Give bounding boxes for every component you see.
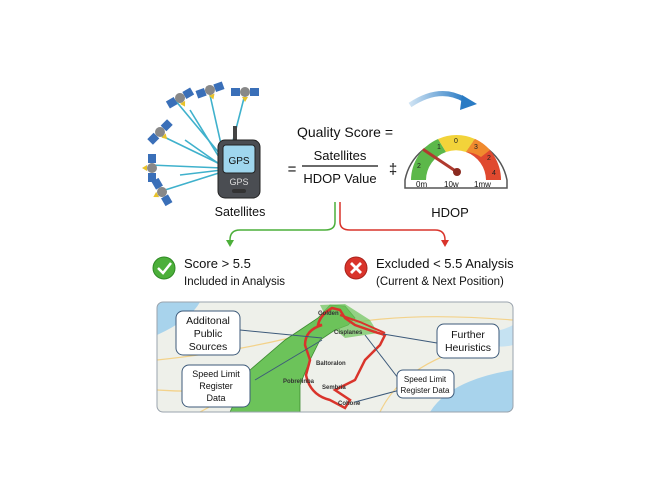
svg-text:Register: Register <box>199 381 233 391</box>
svg-text:Speed Limit: Speed Limit <box>192 369 240 379</box>
excluded-line2: (Current & Next Position) <box>376 276 504 288</box>
gauge-tick: 1 <box>437 144 441 151</box>
gauge-needle <box>422 148 459 174</box>
gps-device-icon: GPS GPS <box>217 126 261 199</box>
svg-text:Sources: Sources <box>189 341 228 353</box>
device-body-text: GPS <box>229 177 248 187</box>
satellites-label: Satellites <box>215 205 266 219</box>
hdop-label: HDOP <box>431 205 469 220</box>
svg-text:Data: Data <box>206 393 225 403</box>
place-label: Baltoralon <box>316 361 346 367</box>
svg-text:Further: Further <box>451 329 485 341</box>
route-line <box>303 306 387 410</box>
hdop-gauge: 2 1 0 3 2 4 0m 10w 1mw <box>404 135 508 189</box>
svg-text:Speed Limit: Speed Limit <box>404 375 447 384</box>
svg-text:Heuristics: Heuristics <box>445 342 491 354</box>
callout-speed-limit-right: Speed Limit Register Data <box>396 369 455 399</box>
gauge-bottom-label: 1mw <box>474 180 491 189</box>
trend-arrow-icon <box>408 91 467 108</box>
svg-text:Register Data: Register Data <box>401 386 450 395</box>
svg-text:Additonal: Additonal <box>186 315 230 327</box>
device-screen-text: GPS <box>228 156 249 167</box>
check-circle-icon <box>152 256 176 280</box>
place-label: Golden <box>318 311 339 317</box>
callout-speed-limit-left: Speed Limit Register Data <box>181 364 251 408</box>
place-label: Cisplanes <box>334 330 363 336</box>
included-line2: Included in Analysis <box>184 276 285 288</box>
excluded-branch-line <box>339 202 446 244</box>
place-label: Cohone <box>338 401 361 407</box>
satellite-icons <box>142 81 259 207</box>
map-panel: Golden Cisplanes Baltoralon Pobrelinba S… <box>156 301 514 413</box>
formula-equals: = <box>288 161 297 178</box>
gauge-tick: 2 <box>417 163 421 170</box>
callout-public-sources: Additonal Public Sources <box>175 310 241 356</box>
gauge-bottom-label: 10w <box>444 180 459 189</box>
gauge-tick: 3 <box>474 144 478 151</box>
formula-operator: ‡ <box>389 161 397 178</box>
gauge-tick: 4 <box>492 170 496 177</box>
formula-numerator: Satellites <box>314 148 367 163</box>
callout-further-heuristics: Further Heuristics <box>436 323 500 359</box>
gauge-bottom-label: 0m <box>416 180 427 189</box>
formula-title: Quality Score = <box>297 124 393 140</box>
formula-denominator: HDOP Value <box>303 171 376 186</box>
gauge-tick: 0 <box>454 138 458 145</box>
gauge-tick: 2 <box>487 155 491 162</box>
svg-text:Public: Public <box>194 328 223 340</box>
x-circle-icon <box>344 256 368 280</box>
place-label: Sembria <box>322 385 346 391</box>
place-label: Pobrelinba <box>283 379 315 385</box>
included-branch-line <box>229 202 336 244</box>
included-line1: Score > 5.5 <box>184 256 251 271</box>
excluded-line1: Excluded < 5.5 Analysis <box>376 256 514 271</box>
